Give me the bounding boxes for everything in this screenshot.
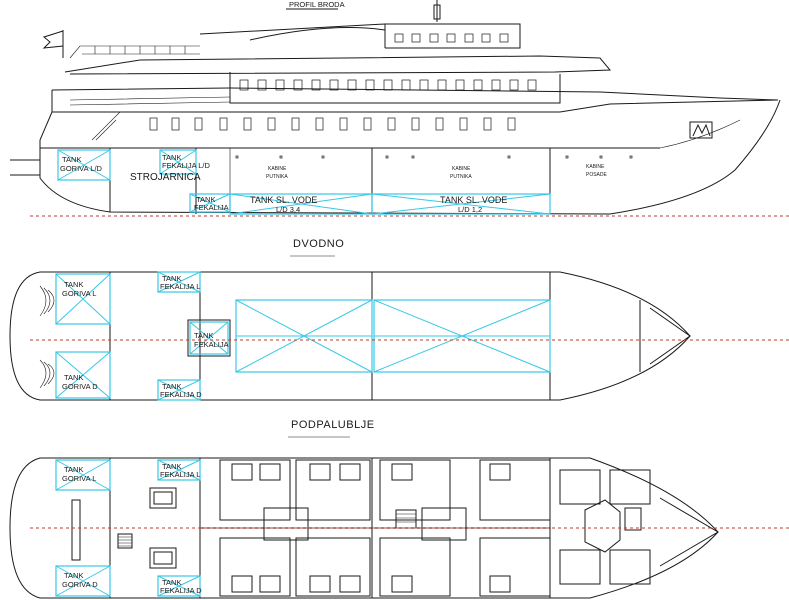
fuel-tank-l-dvodno: TANK GORIVA L bbox=[55, 273, 111, 325]
mast-icon bbox=[433, 0, 441, 22]
svg-text:L/D 1,2: L/D 1,2 bbox=[458, 205, 482, 214]
hull-portholes bbox=[235, 155, 633, 159]
bridge-deck bbox=[199, 23, 521, 49]
engine-icon bbox=[149, 487, 177, 569]
upper-deck-windows bbox=[239, 79, 537, 91]
svg-text:PUTNIKA: PUTNIKA bbox=[266, 174, 288, 180]
svg-text:TANK: TANK bbox=[64, 465, 83, 474]
double-bottom-view: DVODNO TANK GORIVA L TANK GORIVA D bbox=[9, 238, 789, 401]
cabins-mid-label: KABINE PUTNIKA bbox=[450, 166, 472, 180]
fuel-tank-d-dvodno: TANK GORIVA D bbox=[55, 351, 111, 399]
svg-text:TANK: TANK bbox=[194, 331, 213, 340]
svg-text:TANK: TANK bbox=[196, 195, 215, 204]
svg-text:TANK: TANK bbox=[64, 373, 83, 382]
sewage-tank-d-deck: TANK FEKALIJA D bbox=[157, 575, 202, 597]
lower-deck-outline bbox=[9, 457, 719, 599]
svg-text:FEKALIJA D: FEKALIJA D bbox=[160, 390, 202, 399]
sewage-tank-profile-top: TANK FEKALIJA L/D bbox=[159, 149, 211, 175]
logo-emblem-icon bbox=[689, 121, 713, 139]
svg-text:TANK: TANK bbox=[162, 462, 181, 471]
svg-text:FEKALIJA: FEKALIJA bbox=[194, 340, 229, 349]
fuel-tank-profile: TANK GORIVA L/D bbox=[57, 149, 111, 181]
svg-text:GORIVA D: GORIVA D bbox=[62, 382, 98, 391]
fuel-tank-l-deck: TANK GORIVA L bbox=[55, 459, 111, 491]
svg-text:GORIVA L/D: GORIVA L/D bbox=[60, 164, 103, 173]
profile-title: PROFIL BRODA bbox=[289, 0, 345, 9]
sewage-tank-l-dvodno: TANK FEKALIJA L bbox=[157, 271, 201, 293]
svg-text:TANK: TANK bbox=[162, 578, 181, 587]
double-bottom-title: DVODNO bbox=[293, 238, 344, 250]
svg-text:GORIVA L: GORIVA L bbox=[62, 289, 96, 298]
svg-text:TANK: TANK bbox=[64, 280, 83, 289]
main-deck bbox=[51, 87, 779, 101]
svg-text:TANK: TANK bbox=[162, 274, 181, 283]
svg-text:FEKALIJA L/D: FEKALIJA L/D bbox=[162, 161, 211, 170]
stairs-icon bbox=[71, 499, 133, 561]
upper-deck bbox=[64, 55, 612, 75]
svg-text:KABINE: KABINE bbox=[452, 166, 471, 172]
crew-area bbox=[559, 469, 651, 585]
svg-text:FEKALIJA: FEKALIJA bbox=[194, 203, 229, 212]
svg-text:KABINE: KABINE bbox=[586, 164, 605, 170]
sewage-tank-l-deck: TANK FEKALIJA L bbox=[157, 459, 201, 481]
svg-text:PUTNIKA: PUTNIKA bbox=[450, 174, 472, 180]
svg-text:TANK: TANK bbox=[64, 571, 83, 580]
svg-text:TANK: TANK bbox=[162, 382, 181, 391]
main-deck-windows bbox=[149, 117, 516, 131]
cabin-block-top bbox=[219, 459, 551, 521]
flag-icon bbox=[42, 30, 64, 58]
cabins-aft-label: KABINE PUTNIKA bbox=[266, 166, 288, 180]
central-stairwell bbox=[263, 507, 467, 541]
water-tank-aft-profile: TANK SL. VODE L/D 3,4 bbox=[229, 193, 373, 215]
lower-deck-title: PODPALUBLJE bbox=[291, 419, 375, 431]
cabin-block-bottom bbox=[219, 537, 551, 597]
rudder-icon bbox=[10, 159, 41, 176]
fuel-tank-d-deck: TANK GORIVA D bbox=[55, 565, 111, 597]
double-bottom-outline bbox=[9, 271, 691, 401]
svg-text:TANK: TANK bbox=[162, 153, 181, 162]
water-tank-fwd-profile: TANK SL. VODE L/D 1,2 bbox=[371, 193, 551, 215]
engine-room-label: STROJARNICA bbox=[130, 172, 201, 183]
water-tanks-dvodno bbox=[235, 299, 551, 373]
svg-text:L/D 3,4: L/D 3,4 bbox=[276, 205, 300, 214]
hull-outline bbox=[39, 99, 781, 215]
svg-text:TANK SL. VODE: TANK SL. VODE bbox=[440, 195, 507, 205]
svg-text:KABINE: KABINE bbox=[268, 166, 287, 172]
svg-text:TANK: TANK bbox=[62, 155, 81, 164]
svg-text:TANK SL. VODE: TANK SL. VODE bbox=[250, 195, 317, 205]
svg-text:GORIVA D: GORIVA D bbox=[62, 580, 98, 589]
profile-view: PROFIL BRODA bbox=[10, 0, 789, 217]
ladder-icon bbox=[39, 285, 55, 389]
sewage-tank-d-dvodno: TANK FEKALIJA D bbox=[157, 379, 202, 401]
svg-text:FEKALIJA L: FEKALIJA L bbox=[160, 282, 200, 291]
svg-text:POSADE: POSADE bbox=[586, 172, 608, 178]
sewage-tank-center-dvodno: TANK FEKALIJA bbox=[187, 319, 231, 357]
svg-text:FEKALIJA L: FEKALIJA L bbox=[160, 470, 200, 479]
svg-text:GORIVA L: GORIVA L bbox=[62, 474, 96, 483]
cabins-crew-label: KABINE POSADE bbox=[586, 164, 608, 178]
lower-deck-view: PODPALUBLJE TANK GORIVA L TANK GORIVA D bbox=[9, 419, 789, 599]
svg-text:FEKALIJA D: FEKALIJA D bbox=[160, 586, 202, 595]
sewage-tank-profile-bottom: TANK FEKALIJA bbox=[189, 193, 231, 213]
bridge-windows bbox=[394, 33, 509, 43]
